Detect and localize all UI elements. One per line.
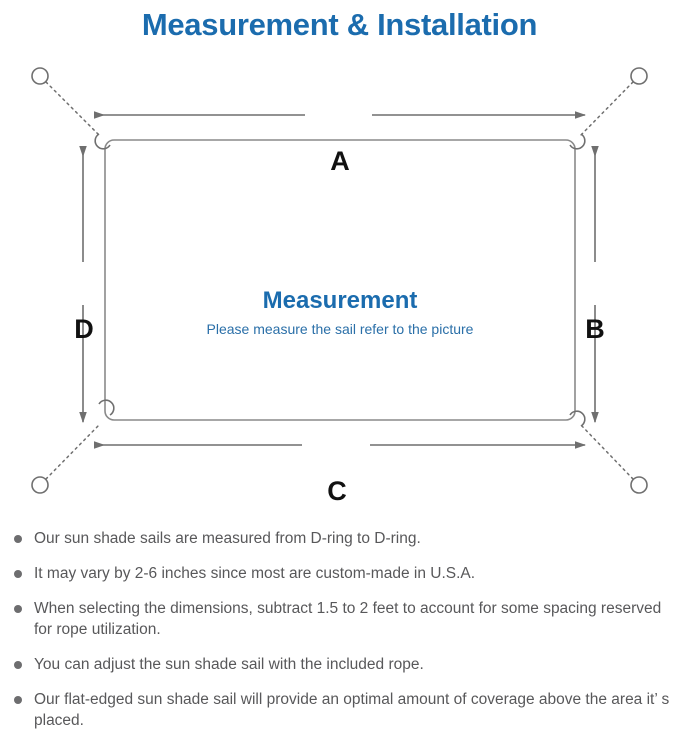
list-item: It may vary by 2-6 inches since most are… [12,563,672,584]
page-title: Measurement & Installation [141,7,538,42]
dimension-label-b: B [585,314,605,344]
dimension-label-a: A [330,146,350,176]
notes-list: Our sun shade sails are measured from D-… [12,528,672,745]
d-ring-top-right [569,133,586,150]
anchor-point-bottom-left [31,476,49,494]
d-ring-top-left [94,133,111,150]
d-ring-bottom-left [98,399,115,416]
rope-connector-top-left [45,81,101,137]
list-item: Our flat-edged sun shade sail will provi… [12,689,672,731]
anchor-point-top-left [31,67,49,85]
list-item: When selecting the dimensions, subtract … [12,598,672,640]
d-ring-bottom-right [569,410,586,427]
rope-connector-top-right [579,81,634,137]
sail-outline [104,139,576,421]
rope-connector-bottom-left [45,423,101,480]
diagram-svg [31,67,648,494]
rope-connector-bottom-right [579,423,634,480]
sun-shade-sail-measurement-diagram: A B C D Measurement Please measure the s… [0,50,679,510]
list-item: Our sun shade sails are measured from D-… [12,528,672,549]
list-item: You can adjust the sun shade sail with t… [12,654,672,675]
dimension-label-c: C [327,476,347,506]
anchor-point-bottom-right [630,476,648,494]
dimension-label-d: D [74,314,94,344]
anchor-point-top-right [630,67,648,85]
